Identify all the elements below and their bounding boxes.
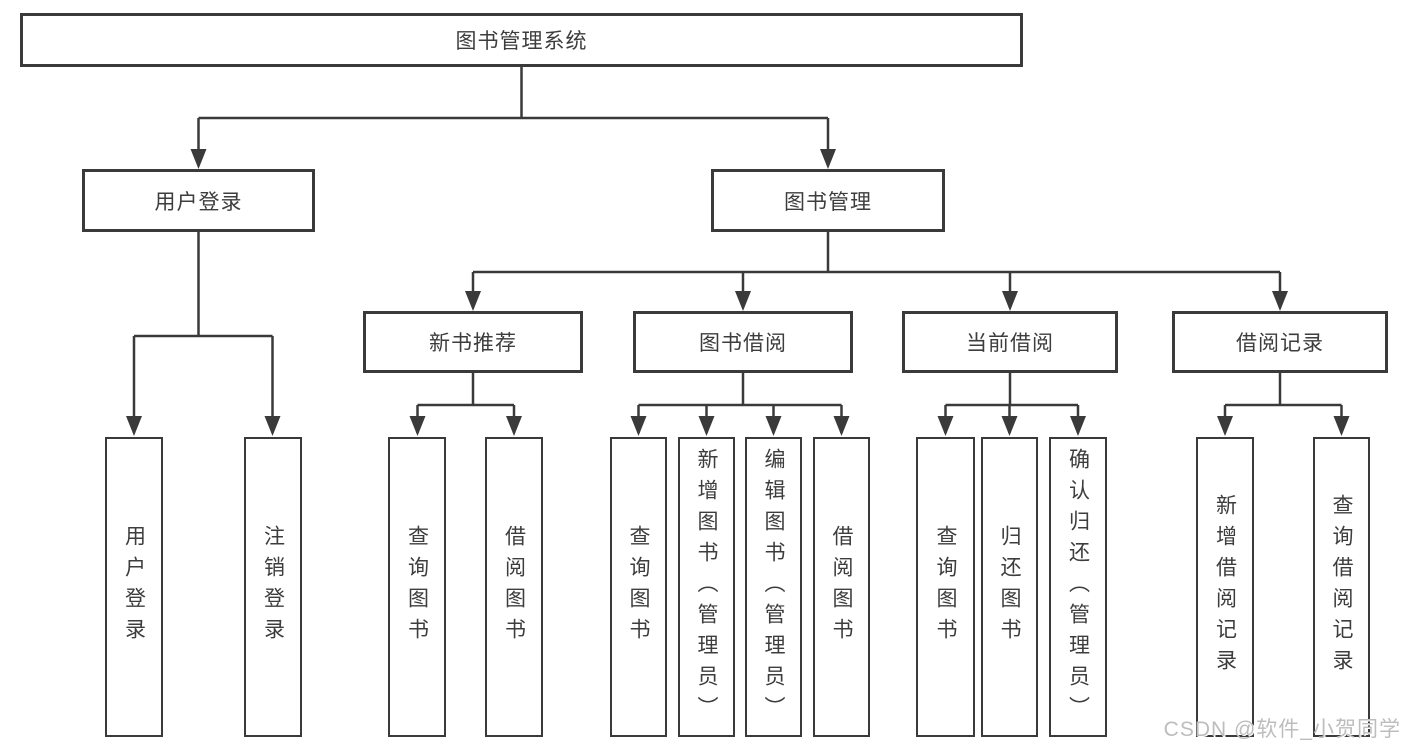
node-borrow-records: 借阅记录 <box>1172 311 1388 373</box>
leaf-edit-book-admin: 编辑图书（管理员） <box>745 437 802 737</box>
leaf-add-book-admin: 新增图书（管理员） <box>678 437 735 737</box>
node-new-book-recommend: 新书推荐 <box>363 311 583 373</box>
leaf-label: 查询借阅记录 <box>1330 494 1353 680</box>
leaf-label: 借阅图书 <box>502 525 526 649</box>
leaf-query-borrow-record: 查询借阅记录 <box>1313 437 1370 737</box>
node-label: 借阅记录 <box>1236 332 1324 355</box>
leaf-logout: 注销登录 <box>244 437 302 737</box>
node-user-login: 用户登录 <box>82 169 315 232</box>
leaf-label: 注销登录 <box>261 525 285 649</box>
leaf-add-borrow-record: 新增借阅记录 <box>1196 437 1254 737</box>
node-current-borrow: 当前借阅 <box>902 311 1118 373</box>
watermark: CSDN @软件_小贺同学 <box>1163 718 1401 741</box>
node-label: 用户登录 <box>154 190 243 214</box>
node-label: 图书管理系统 <box>455 30 588 53</box>
leaf-user-login: 用户登录 <box>105 437 163 737</box>
leaf-label: 查询图书 <box>627 525 650 649</box>
node-label: 图书管理 <box>784 190 872 214</box>
leaf-label: 新增借阅记录 <box>1213 494 1237 680</box>
node-book-borrow: 图书借阅 <box>633 311 853 373</box>
leaf-query-books-borrow: 查询图书 <box>610 437 667 737</box>
leaf-label: 编辑图书（管理员） <box>762 447 785 727</box>
leaf-query-books-current: 查询图书 <box>916 437 975 737</box>
node-label: 当前借阅 <box>966 332 1054 355</box>
leaf-query-books-recommend: 查询图书 <box>388 437 446 737</box>
leaf-label: 查询图书 <box>405 525 429 649</box>
leaf-label: 查询图书 <box>934 525 957 649</box>
node-label: 新书推荐 <box>429 332 517 355</box>
leaf-label: 用户登录 <box>122 525 146 649</box>
leaf-borrow-books: 借阅图书 <box>813 437 870 737</box>
node-book-management: 图书管理 <box>711 169 945 232</box>
leaf-label: 新增图书（管理员） <box>695 447 718 727</box>
leaf-label: 确认归还（管理员） <box>1066 447 1090 727</box>
leaf-return-book: 归还图书 <box>981 437 1038 737</box>
node-book-management-system: 图书管理系统 <box>20 13 1023 67</box>
leaf-confirm-return-admin: 确认归还（管理员） <box>1049 437 1107 737</box>
node-label: 图书借阅 <box>699 332 787 355</box>
leaf-label: 借阅图书 <box>830 525 853 649</box>
leaf-label: 归还图书 <box>998 525 1021 649</box>
leaf-borrow-books-recommend: 借阅图书 <box>485 437 543 737</box>
